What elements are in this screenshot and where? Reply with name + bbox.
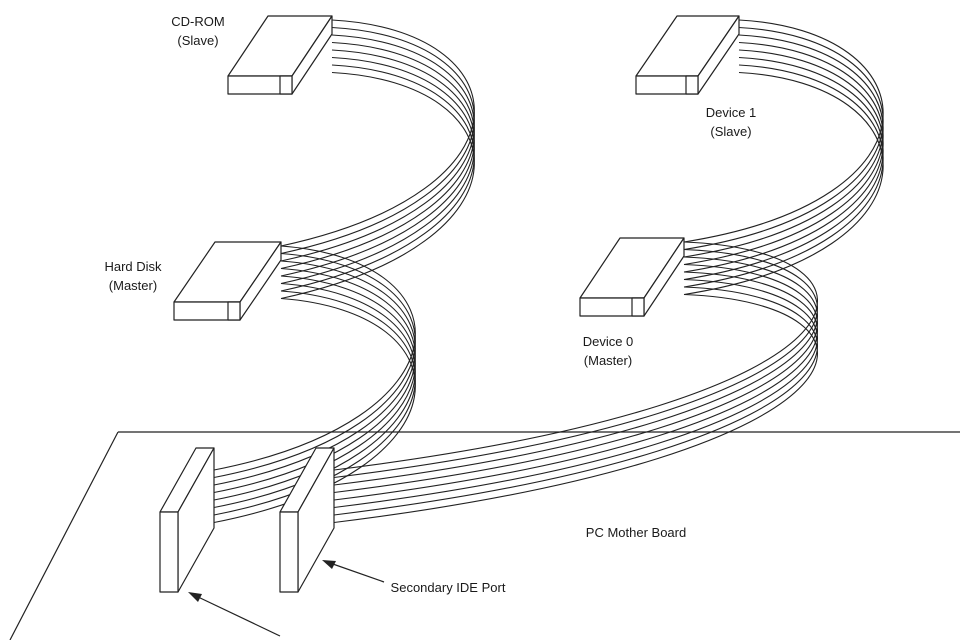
primary-port-arrow <box>188 592 281 637</box>
cdrom-role-label: (Slave) <box>177 33 218 48</box>
device1-connector <box>635 15 740 95</box>
primary-ide-port <box>159 447 215 593</box>
hard-disk-connector <box>173 241 282 321</box>
mother-board <box>9 431 960 640</box>
cable-strand <box>280 34 475 262</box>
cdrom-connector <box>227 15 333 95</box>
device0-connector <box>579 237 685 317</box>
cable-strand <box>333 248 818 479</box>
cable-strand <box>333 286 818 516</box>
cable-strand <box>280 71 475 300</box>
cable-strand <box>683 71 884 296</box>
cable-strand <box>333 263 818 494</box>
device0-label: Device 0 <box>583 334 634 349</box>
device1-label: Device 1 <box>706 105 757 120</box>
secondary-port-label: Secondary IDE Port <box>391 580 506 595</box>
device0-role-label: (Master) <box>584 353 632 368</box>
cable-strand <box>333 241 818 471</box>
device1-role-label: (Slave) <box>710 124 751 139</box>
cable-strand <box>280 49 475 277</box>
cable-strand <box>333 271 818 501</box>
cdrom-label: CD-ROM <box>171 14 224 29</box>
secondary-ide-port <box>279 447 335 593</box>
secondary-port-arrow <box>322 560 385 583</box>
right-ribbon-cable <box>333 19 884 524</box>
cable-strand <box>280 41 475 270</box>
cable-strand <box>333 256 818 486</box>
cable-strand <box>333 278 818 509</box>
mother-board-label: PC Mother Board <box>586 525 686 540</box>
hard-disk-label: Hard Disk <box>104 259 162 274</box>
cable-strand <box>333 293 818 524</box>
hard-disk-role-label: (Master) <box>109 278 157 293</box>
